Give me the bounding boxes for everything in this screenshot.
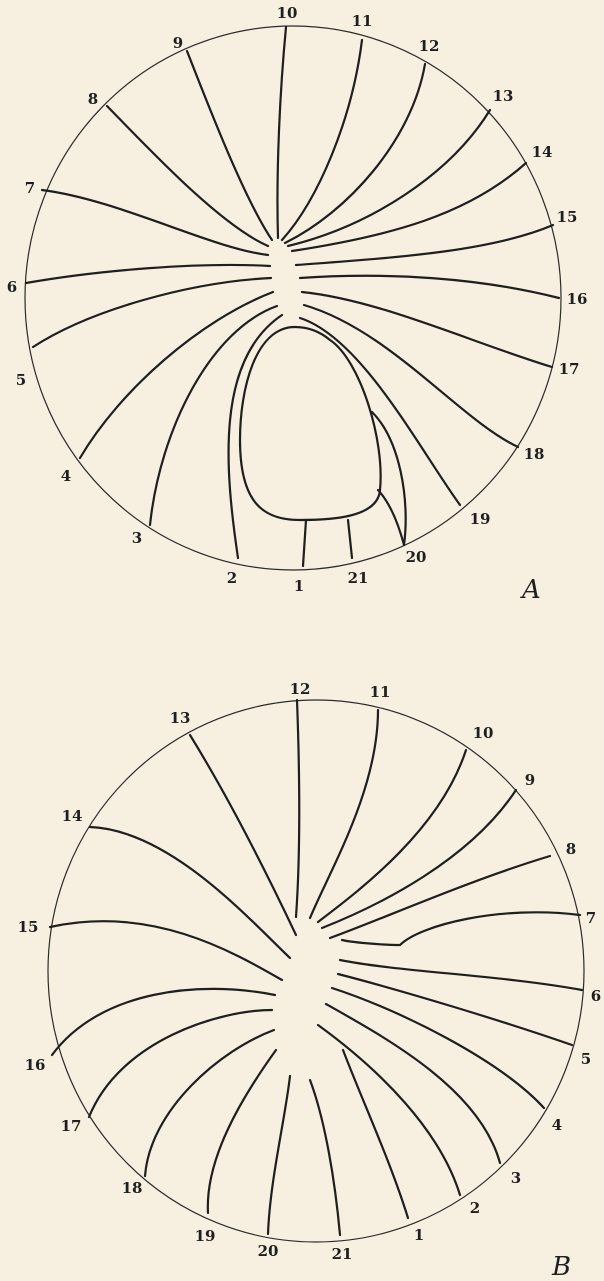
figure-b-line-4 (332, 988, 544, 1108)
figure-a: 1 2 3 4 5 6 7 8 9 10 11 12 13 14 15 16 1… (7, 4, 588, 605)
figure-a-number-14: 14 (532, 143, 553, 161)
figure-b: 12 11 10 9 8 7 6 5 4 3 2 1 21 20 19 18 1… (18, 680, 602, 1281)
figure-b-line-6 (340, 960, 582, 990)
figure-a-line-18 (304, 305, 518, 447)
figure-b-number-11: 11 (370, 683, 391, 701)
figure-a-line-11 (282, 40, 362, 240)
figure-a-number-4: 4 (61, 467, 71, 485)
figure-b-line-15 (50, 921, 282, 980)
figure-b-number-4: 4 (552, 1116, 562, 1134)
figure-a-line-20 (378, 490, 404, 545)
figure-a-line-7 (42, 190, 268, 255)
figure-a-line-5 (33, 278, 271, 347)
figure-b-number-18: 18 (122, 1179, 143, 1197)
figure-a-number-17: 17 (559, 360, 580, 378)
figure-a-line-1 (303, 520, 306, 566)
figure-b-number-19: 19 (195, 1227, 216, 1245)
figure-b-number-13: 13 (170, 709, 191, 727)
figure-b-number-16: 16 (25, 1056, 46, 1074)
figure-b-line-12 (296, 700, 299, 917)
figure-b-line-3 (326, 1004, 500, 1163)
figure-a-line-2 (229, 315, 282, 558)
figure-b-number-2: 2 (470, 1199, 480, 1217)
figure-a-inner-right (372, 412, 406, 545)
figure-b-number-8: 8 (566, 840, 576, 858)
figure-b-number-10: 10 (473, 724, 494, 742)
figure-b-line-1 (343, 1050, 408, 1218)
figure-a-oval (240, 327, 381, 520)
figure-b-outline (48, 700, 584, 1242)
figure-b-line-11 (310, 710, 378, 918)
figure-b-number-15: 15 (18, 918, 39, 936)
figure-a-line-9 (187, 51, 272, 240)
figure-b-line-17 (89, 1010, 272, 1117)
figure-a-number-7: 7 (25, 179, 35, 197)
figure-b-line-19 (208, 1050, 276, 1213)
figure-a-line-16 (300, 276, 559, 298)
figure-a-number-19: 19 (470, 510, 491, 528)
figure-b-line-14 (90, 827, 290, 958)
figure-b-label: B (551, 1252, 571, 1281)
figure-a-number-15: 15 (557, 208, 578, 226)
figure-b-line-9 (322, 790, 516, 928)
figure-a-number-8: 8 (88, 90, 98, 108)
figure-b-line-20 (268, 1076, 290, 1234)
figure-b-line-2 (318, 1025, 460, 1195)
figure-b-line-18 (145, 1030, 274, 1176)
figure-a-number-13: 13 (493, 87, 514, 105)
figure-b-number-9: 9 (525, 771, 535, 789)
figure-b-number-3: 3 (511, 1169, 521, 1187)
figure-a-number-9: 9 (173, 34, 183, 52)
figure-a-number-11: 11 (352, 12, 373, 30)
figure-a-line-17 (302, 292, 552, 367)
figure-a-number-16: 16 (567, 290, 588, 308)
figure-b-number-7: 7 (586, 909, 596, 927)
figure-a-number-10: 10 (277, 4, 298, 22)
figure-a-number-5: 5 (16, 371, 26, 389)
figure-b-number-6: 6 (591, 987, 601, 1005)
figure-a-outline (25, 26, 561, 570)
figure-a-number-2: 2 (227, 569, 237, 587)
figure-b-line-7 (342, 912, 580, 945)
figure-a-line-8 (107, 106, 268, 246)
figure-a-number-20: 20 (406, 548, 427, 566)
figure-a-number-12: 12 (419, 37, 440, 55)
figure-a-line-12 (285, 64, 425, 243)
figure-a-number-18: 18 (524, 445, 545, 463)
figure-b-number-21: 21 (332, 1245, 353, 1263)
figure-a-line-21 (348, 520, 352, 558)
figure-b-number-20: 20 (258, 1242, 279, 1260)
figure-b-number-1: 1 (414, 1226, 424, 1244)
figure-a-line-14 (292, 163, 526, 251)
figure-b-number-5: 5 (581, 1050, 591, 1068)
figure-b-line-13 (190, 735, 296, 935)
figure-a-number-3: 3 (132, 529, 142, 547)
figure-a-line-13 (288, 110, 490, 246)
figure-a-line-10 (277, 27, 286, 238)
figure-b-number-12: 12 (290, 680, 311, 698)
figure-b-number-14: 14 (62, 807, 83, 825)
figure-a-number-1: 1 (294, 577, 304, 595)
figure-a-label: A (520, 575, 541, 605)
figure-a-line-4 (80, 292, 273, 458)
figure-a-number-21: 21 (348, 569, 369, 587)
figure-b-line-5 (338, 974, 572, 1045)
figure-a-number-6: 6 (7, 278, 17, 296)
figure-b-line-21 (310, 1080, 340, 1235)
figure-b-number-17: 17 (61, 1117, 82, 1135)
